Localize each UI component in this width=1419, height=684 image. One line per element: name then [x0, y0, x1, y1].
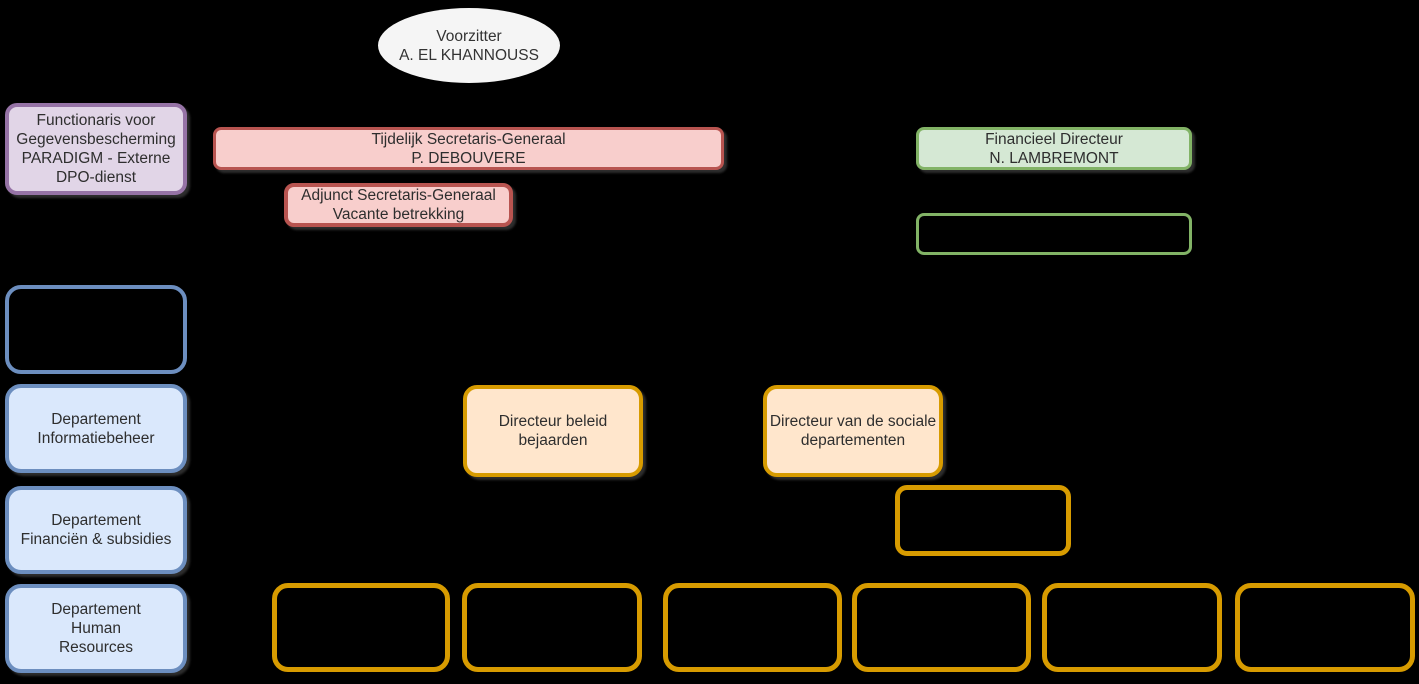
org-node-dept-financien[interactable]: Departement Financiën & subsidies [5, 486, 187, 574]
node-label: Functionaris voor Gegevensbescherming PA… [9, 111, 183, 187]
node-label-line: Directeur beleid [498, 413, 608, 430]
org-node-bottom-empty-1[interactable] [272, 583, 450, 672]
org-node-bottom-empty-5[interactable] [1042, 583, 1222, 672]
node-label-line: Departement [51, 512, 141, 529]
node-label-line: Gegevensbescherming [16, 131, 176, 148]
node-label-line: A. EL KHANNOUSS [399, 46, 539, 64]
node-label-line: Informatiebeheer [37, 429, 155, 447]
org-node-dpo[interactable]: Functionaris voor Gegevensbescherming PA… [5, 103, 187, 195]
node-label-line: Human [71, 620, 121, 637]
node-label-line: PARADIGM - Externe [21, 150, 171, 167]
node-label-line: N. LAMBREMONT [989, 149, 1119, 167]
org-node-dept-informatiebeheer[interactable]: Departement Informatiebeheer [5, 384, 187, 473]
org-node-departement-empty[interactable] [5, 285, 187, 374]
node-label-line: departementen [800, 432, 906, 449]
node-label-line: Voorzitter [436, 27, 502, 45]
org-node-bottom-empty-6[interactable] [1235, 583, 1415, 672]
node-label: Directeur van de sociale departementen [767, 412, 939, 450]
org-node-bottom-empty-2[interactable] [462, 583, 642, 672]
org-node-dept-human-resources[interactable]: Departement Human Resources [5, 584, 187, 673]
node-label: Tijdelijk Secretaris-Generaal P. DEBOUVE… [216, 130, 721, 168]
node-label-line: Departement [51, 410, 141, 428]
node-label-line: bejaarden [518, 432, 588, 449]
org-node-dir-beleid-bejaarden[interactable]: Directeur beleid bejaarden [463, 385, 643, 477]
node-label-line: Vacante betrekking [332, 206, 465, 223]
node-label: Departement Informatiebeheer [9, 410, 183, 448]
node-label-line: Departement [51, 601, 141, 618]
node-label-line: DPO-dienst [55, 169, 137, 186]
org-node-financieel-directeur[interactable]: Financieel Directeur N. LAMBREMONT [916, 127, 1192, 170]
org-node-sociale-empty[interactable] [895, 485, 1071, 556]
node-label: Adjunct Secretaris-Generaal Vacante betr… [288, 186, 509, 224]
node-label-line: Functionaris voor [36, 112, 156, 129]
node-label-line: Tijdelijk Secretaris-Generaal [371, 130, 566, 148]
node-label-line: Financieel Directeur [985, 130, 1123, 148]
org-node-bottom-empty-3[interactable] [663, 583, 842, 672]
node-label-line: Directeur van de sociale [769, 413, 937, 430]
org-node-financieel-empty[interactable] [916, 213, 1192, 255]
node-label-line: P. DEBOUVERE [411, 149, 526, 167]
node-label: Voorzitter A. EL KHANNOUSS [378, 27, 560, 65]
org-node-secretaris-generaal[interactable]: Tijdelijk Secretaris-Generaal P. DEBOUVE… [213, 127, 724, 170]
node-label-line: Adjunct Secretaris-Generaal [301, 187, 496, 204]
org-node-dir-sociale-departementen[interactable]: Directeur van de sociale departementen [763, 385, 943, 477]
org-node-adjunct-secretaris[interactable]: Adjunct Secretaris-Generaal Vacante betr… [284, 183, 513, 227]
node-label: Departement Human Resources [9, 600, 183, 657]
org-node-bottom-empty-4[interactable] [852, 583, 1031, 672]
node-label: Departement Financiën & subsidies [9, 511, 183, 549]
node-label: Financieel Directeur N. LAMBREMONT [919, 130, 1189, 168]
node-label-line: Resources [58, 639, 134, 656]
org-node-voorzitter[interactable]: Voorzitter A. EL KHANNOUSS [378, 8, 560, 83]
node-label: Directeur beleid bejaarden [467, 412, 639, 450]
node-label-line: Financiën & subsidies [20, 531, 172, 548]
